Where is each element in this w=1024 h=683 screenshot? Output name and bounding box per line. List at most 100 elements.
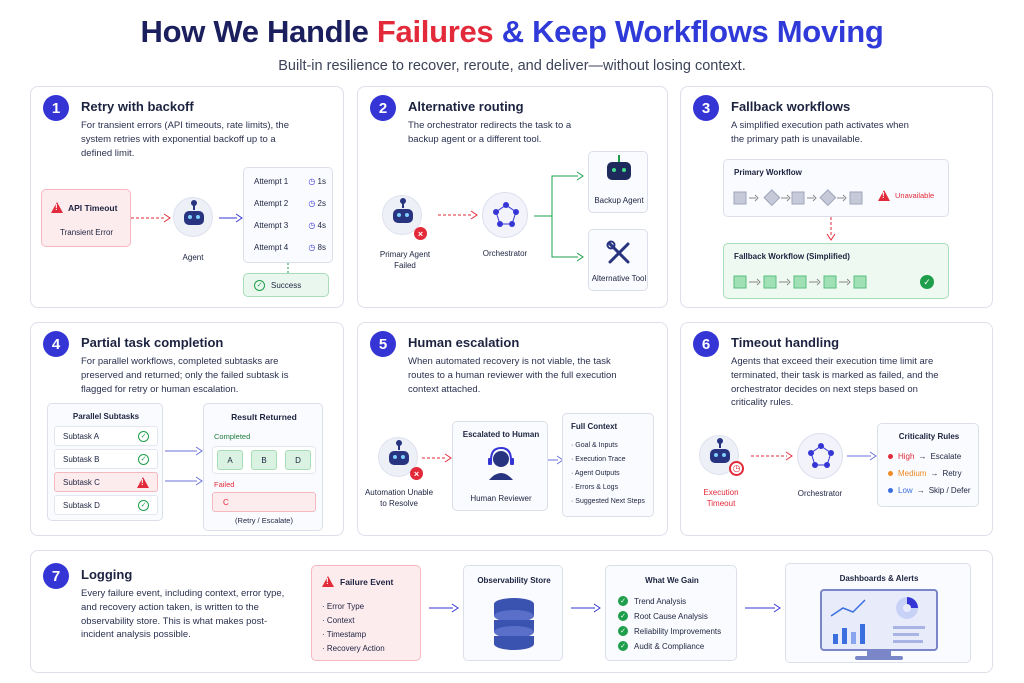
- panel-title: Retry with backoff: [81, 99, 194, 114]
- rule-row: High→Escalate: [888, 452, 961, 461]
- panel-description: The orchestrator redirects the task to a…: [408, 120, 572, 145]
- step-number: 1: [43, 95, 69, 121]
- rule-row: Medium→Retry: [888, 469, 962, 478]
- arrow-timeout-to-orch: [751, 451, 793, 461]
- panel-alternative-routing: 2 Alternative routing The orchestrator r…: [357, 86, 668, 308]
- backup-robot-icon: [607, 162, 631, 180]
- step-number: 6: [693, 331, 719, 357]
- rule-dot: [888, 471, 893, 476]
- attempt-row: Attempt 3◷ 4s: [254, 221, 326, 230]
- check-circle-icon: ✓: [920, 275, 934, 289]
- warning-icon: [878, 190, 890, 201]
- check-circle-icon: ✓: [618, 611, 628, 621]
- arrow-error-to-agent: [131, 213, 171, 223]
- timeout-robot-icon: [699, 435, 739, 475]
- step-number: 5: [370, 331, 396, 357]
- gain-item: ✓Audit & Compliance: [618, 641, 704, 651]
- orchestrator-network-icon: [797, 433, 843, 479]
- orchestrator-label: Orchestrator: [482, 249, 528, 258]
- panel-description: When automated recovery is not viable, t…: [408, 356, 617, 395]
- success-box: ✓Success: [243, 273, 329, 297]
- subtask-row-failed: Subtask C: [54, 472, 158, 492]
- database-icon: [494, 598, 534, 650]
- clock-icon: ◷: [729, 461, 744, 476]
- monitor-dashboard-icon: [820, 589, 938, 660]
- panel-timeout-handling: 6 Timeout handling Agents that exceed th…: [680, 322, 993, 536]
- page-title: How We Handle Failures & Keep Workflows …: [140, 14, 884, 49]
- step-number: 4: [43, 331, 69, 357]
- escalated-human-box: Escalated to Human Human Reviewer: [452, 421, 548, 511]
- failed-x-icon: ×: [414, 227, 427, 240]
- warning-icon: [137, 476, 149, 488]
- failure-event-box: Failure Event · Error Type · Context · T…: [311, 565, 421, 661]
- arrow-orch-to-rules: [847, 451, 877, 461]
- subtask-row: Subtask A✓: [54, 426, 158, 446]
- subtask-row: Subtask D✓: [54, 495, 158, 515]
- backup-agent-card: Backup Agent: [588, 151, 648, 213]
- check-circle-icon: ✓: [138, 430, 149, 442]
- api-timeout-box: API Timeout Transient Error: [41, 189, 131, 247]
- arrow-agent-to-orchestrator: [438, 210, 478, 220]
- wrench-screwdriver-icon: [606, 240, 630, 264]
- panel-title: Partial task completion: [81, 335, 224, 350]
- panel-title: Alternative routing: [408, 99, 524, 114]
- execution-timeout-label: Execution Timeout: [703, 488, 739, 509]
- agent-label: Agent: [182, 253, 204, 262]
- panel-description: Every failure event, including context, …: [81, 588, 285, 641]
- panel-description: For parallel workflows, completed subtas…: [81, 356, 289, 395]
- dashed-connector: [287, 263, 289, 273]
- page-subtitle: Built-in resilience to recover, reroute,…: [278, 58, 746, 74]
- context-item: · Suggested Next Steps: [571, 498, 645, 505]
- warning-icon: [322, 576, 334, 587]
- primary-workflow-steps: [733, 189, 863, 207]
- context-item: · Agent Outputs: [571, 470, 620, 477]
- check-circle-icon: ✓: [138, 453, 149, 465]
- subtask-row: Subtask B✓: [54, 449, 158, 469]
- fallback-workflow-box: Fallback Workflow (Simplified) ✓: [723, 243, 949, 299]
- arrow-to-human: [422, 453, 452, 463]
- attempt-row: Attempt 1◷ 1s: [254, 177, 326, 186]
- alternative-tool-card: Alternative Tool: [588, 229, 648, 291]
- panel-title: Fallback workflows: [731, 99, 851, 114]
- completed-group: A B D: [212, 446, 316, 474]
- panel-description: A simplified execution path activates wh…: [731, 120, 909, 145]
- panel-retry-backoff: 1 Retry with backoff For transient error…: [30, 86, 344, 308]
- panel-title: Logging: [81, 567, 133, 582]
- result-returned-box: Result Returned Completed A B D Failed C…: [203, 403, 323, 531]
- panel-title: Human escalation: [408, 335, 520, 350]
- headset-person-icon: [488, 446, 514, 480]
- agent-robot-icon: [173, 197, 213, 237]
- check-circle-icon: ✓: [618, 626, 628, 636]
- attempts-list: Attempt 1◷ 1s Attempt 2◷ 2s Attempt 3◷ 4…: [243, 167, 333, 263]
- event-item: · Recovery Action: [322, 644, 385, 653]
- panel-human-escalation: 5 Human escalation When automated recove…: [357, 322, 668, 536]
- arrow-agent-to-attempts: [219, 213, 243, 223]
- fallback-workflow-steps: [733, 275, 867, 289]
- check-circle-icon: ✓: [618, 596, 628, 606]
- automation-unable-label: Automation Unable to Resolve: [364, 488, 434, 509]
- parallel-subtasks-box: Parallel Subtasks Subtask A✓ Subtask B✓ …: [47, 403, 163, 521]
- gain-item: ✓Reliability Improvements: [618, 626, 721, 636]
- arrow-store-to-gain: [571, 603, 601, 613]
- gain-item: ✓Root Cause Analysis: [618, 611, 708, 621]
- branch-arrows: [534, 171, 584, 262]
- clock-icon: ◷: [308, 221, 316, 230]
- warning-icon: [51, 202, 63, 213]
- attempt-row: Attempt 2◷ 2s: [254, 199, 326, 208]
- clock-icon: ◷: [308, 243, 316, 252]
- arrow-event-to-store: [429, 603, 459, 613]
- primary-agent-failed-label: Primary Agent Failed: [379, 250, 431, 271]
- panel-description: Agents that exceed their execution time …: [731, 356, 939, 409]
- orchestrator-label: Orchestrator: [797, 489, 843, 498]
- clock-icon: ◷: [308, 177, 316, 186]
- failed-x-icon: ×: [410, 467, 423, 480]
- rule-dot: [888, 454, 893, 459]
- full-context-box: Full Context · Goal & Inputs · Execution…: [562, 413, 654, 517]
- completed-item: B: [251, 450, 277, 470]
- arrow-primary-to-fallback: [826, 217, 836, 241]
- panel-partial-completion: 4 Partial task completion For parallel w…: [30, 322, 344, 536]
- arrows-to-results: [165, 446, 203, 486]
- context-item: · Errors & Logs: [571, 484, 619, 491]
- completed-item: D: [285, 450, 311, 470]
- check-circle-icon: ✓: [618, 641, 628, 651]
